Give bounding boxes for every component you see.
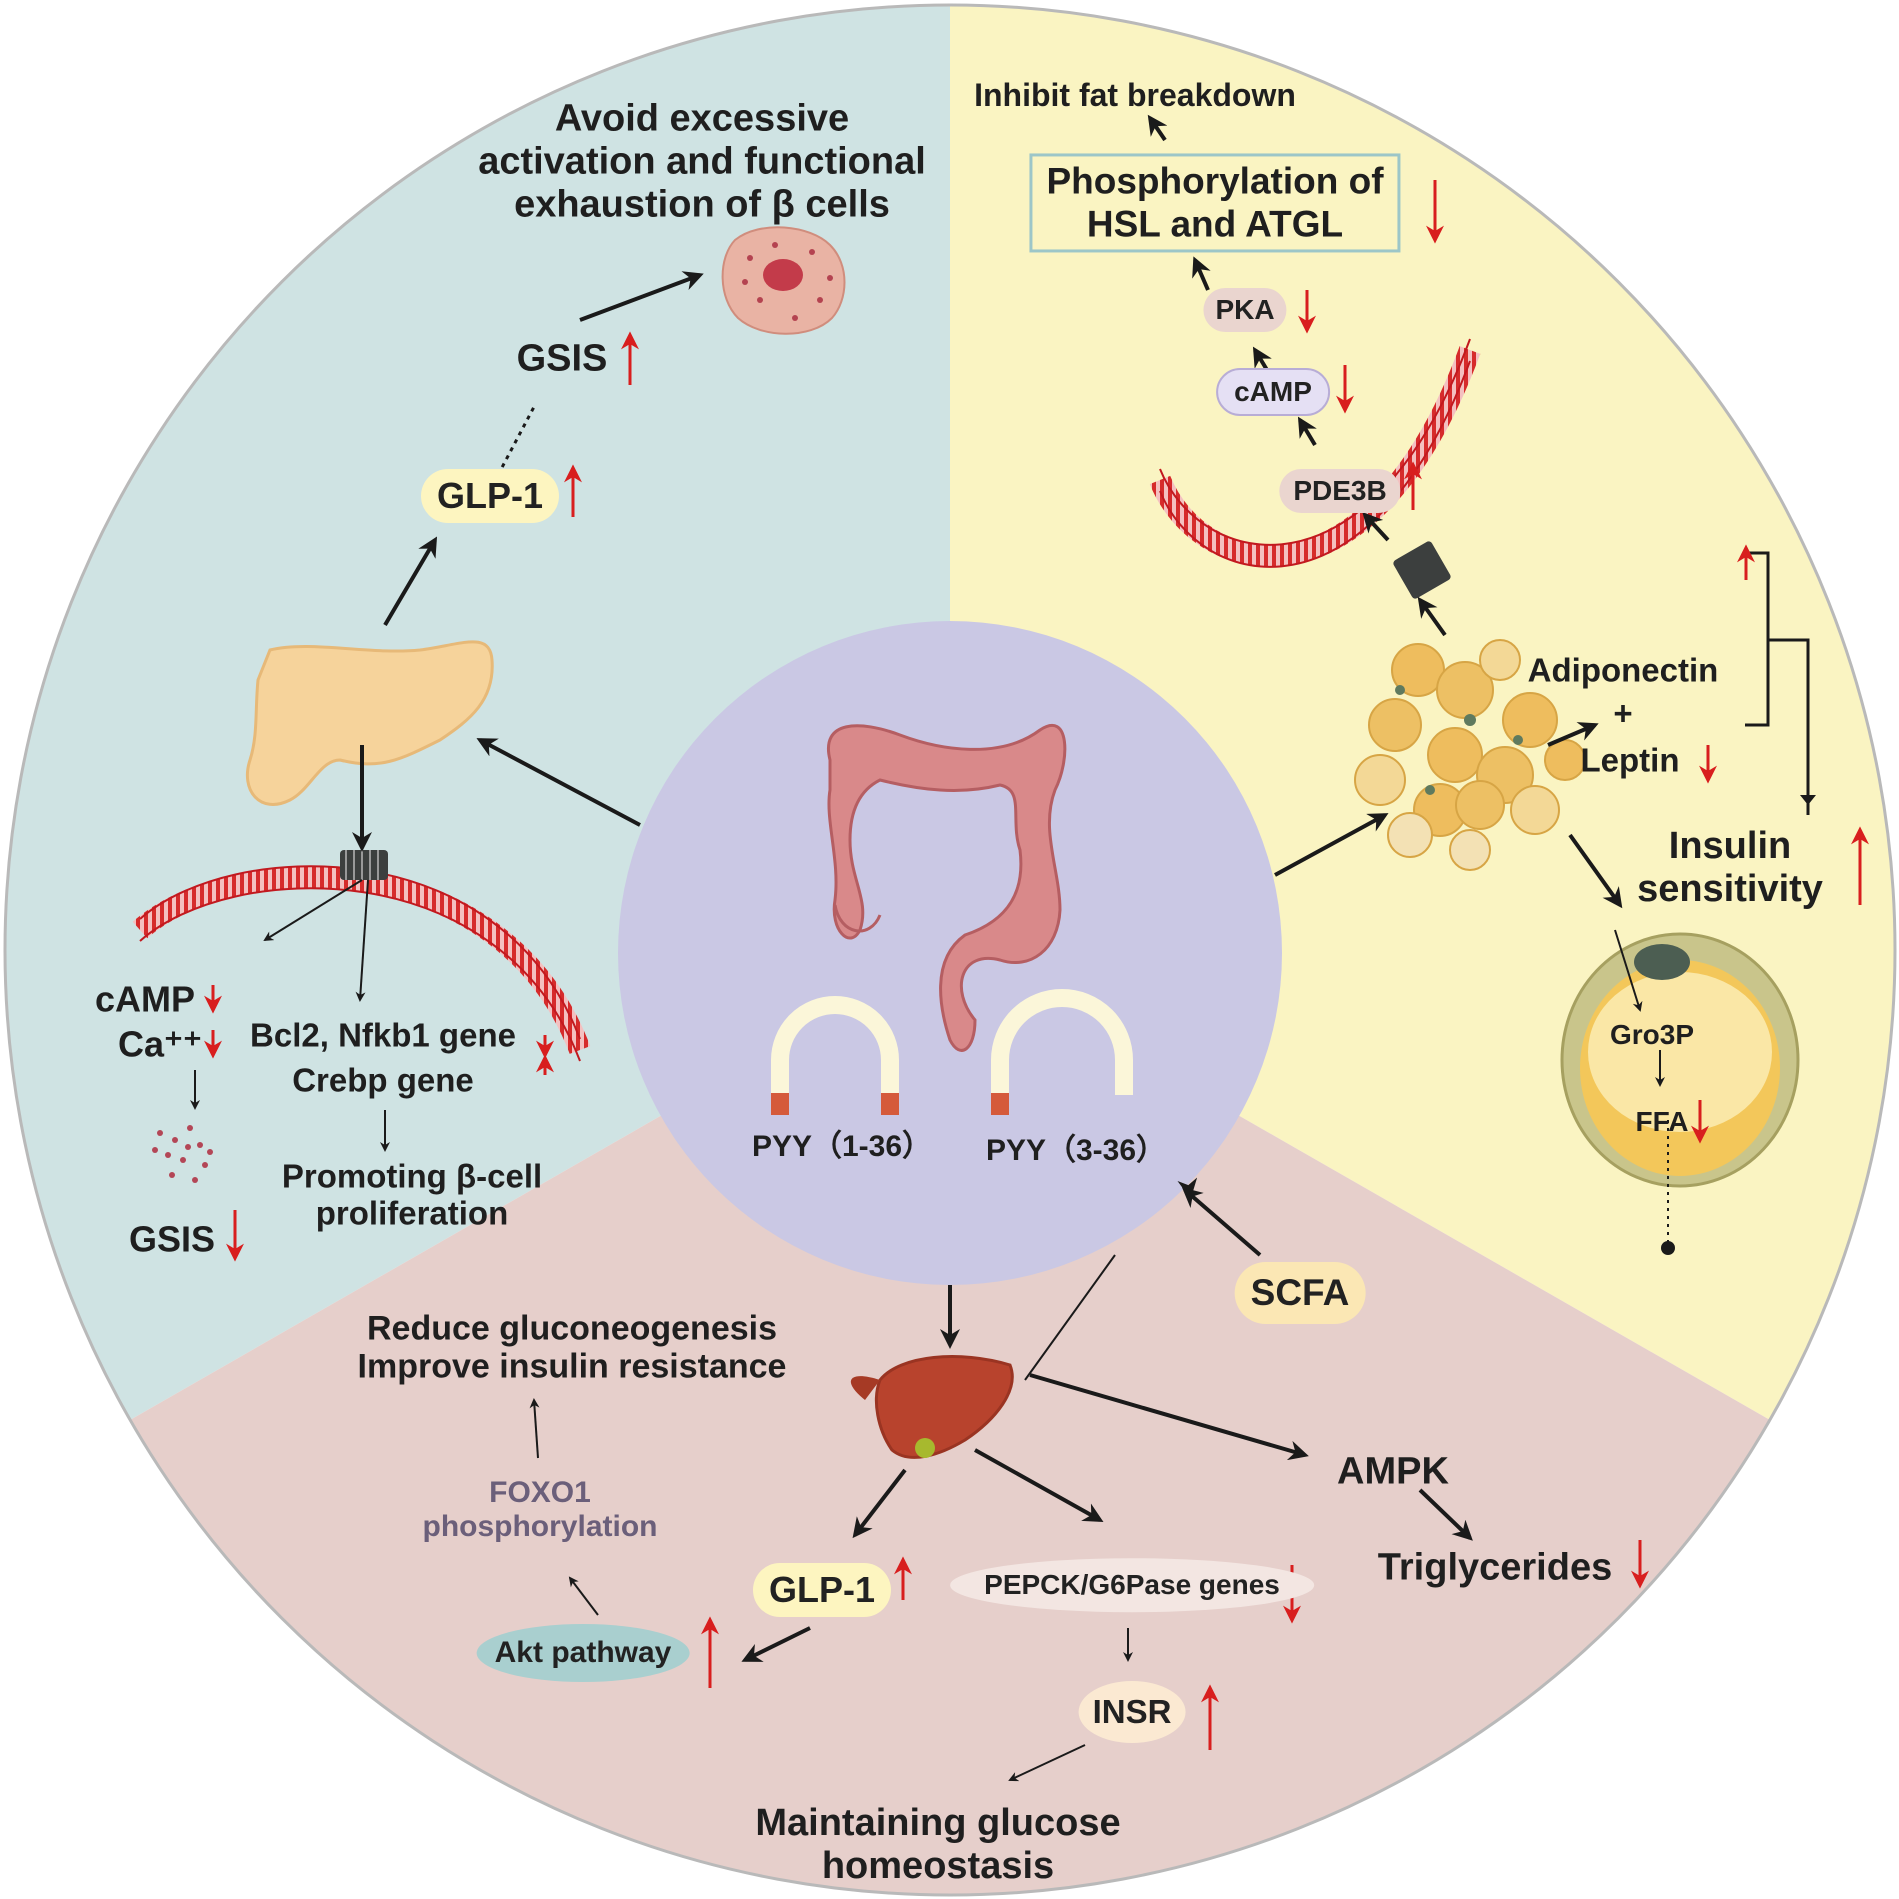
liver-link-line	[1024, 1254, 1116, 1381]
foxo1-label: FOXO1 phosphorylation	[422, 1476, 658, 1543]
membrane-right	[1149, 346, 1481, 567]
scfa-pill: SCFA	[1234, 1262, 1366, 1324]
granules-icon	[152, 1125, 213, 1183]
pepck-g6pase-pill: PEPCK/G6Pase genes	[950, 1558, 1314, 1612]
outer-ring	[3, 3, 1897, 1897]
pancreas-icon	[245, 640, 494, 806]
glp1-pancreas-pill: GLP-1	[420, 469, 560, 523]
pathway-arrows	[190, 114, 1665, 1782]
ampk-label: AMPK	[1337, 1450, 1449, 1493]
pde3b-pill: PDE3B	[1279, 469, 1401, 513]
beta-cell-icon	[721, 226, 846, 335]
dotted-arrow	[496, 404, 537, 476]
membrane-receptor-icon	[340, 850, 388, 880]
proliferation-text: Promoting β-cell proliferation	[281, 1157, 543, 1232]
inhibit-dot	[1661, 1241, 1675, 1255]
pyy-1-36-label: PYY（1-36）	[751, 1130, 933, 1164]
insr-pill: INSR	[1078, 1681, 1186, 1743]
liver-icon	[850, 1355, 1014, 1459]
colon-icon	[827, 724, 1067, 1052]
maintaining-glucose-text: Maintaining glucose homeostasis	[755, 1802, 1121, 1887]
triglycerides-label: Triglycerides	[1377, 1546, 1613, 1589]
membrane-left	[132, 866, 591, 1054]
bracket-line	[1745, 551, 1810, 815]
peptide-hairpin-icon	[771, 989, 1133, 1115]
genes-label-2: Crebp gene	[292, 1061, 474, 1099]
gsis-bottom-label: GSIS	[128, 1218, 216, 1260]
ffa-label: FFA	[1635, 1106, 1689, 1138]
reduce-gluconeogenesis-text: Reduce gluconeogenesis Improve insulin r…	[357, 1309, 787, 1386]
insulin-sensitivity-label: Insulin sensitivity	[1637, 825, 1823, 910]
bracket-arrowhead	[1800, 795, 1816, 805]
red-indicator-arrows	[204, 180, 1869, 1750]
camp-pancreas-label: cAMP	[94, 978, 196, 1020]
plus-sign: +	[1613, 694, 1633, 732]
pka-pill: PKA	[1203, 288, 1287, 332]
gro3p-label: Gro3P	[1609, 1019, 1695, 1051]
fat-cell-icon	[1560, 932, 1800, 1188]
leptin-label: Leptin	[1580, 741, 1680, 779]
pyy-3-36-label: PYY（3-36）	[985, 1134, 1167, 1168]
phosphorylation-box: Phosphorylation of HSL and ATGL	[1029, 153, 1401, 253]
camp-adipose-pill: cAMP	[1216, 368, 1330, 416]
avoid-beta-exhaustion-text: Avoid excessive activation and functiona…	[478, 97, 926, 226]
inhibit-fat-breakdown-text: Inhibit fat breakdown	[974, 76, 1296, 113]
adipocyte-cluster-icon	[1354, 639, 1586, 871]
adiponectin-label: Adiponectin	[1527, 651, 1719, 689]
akt-pathway-pill: Akt pathway	[476, 1624, 690, 1682]
glp1-liver-pill: GLP-1	[752, 1563, 892, 1617]
membrane-receptor-icon	[1393, 541, 1451, 599]
gsis-top-label: GSIS	[516, 337, 608, 380]
calcium-label: Ca⁺⁺	[117, 1023, 203, 1065]
genes-label-1: Bcl2, Nfkb1 gene	[250, 1016, 516, 1054]
